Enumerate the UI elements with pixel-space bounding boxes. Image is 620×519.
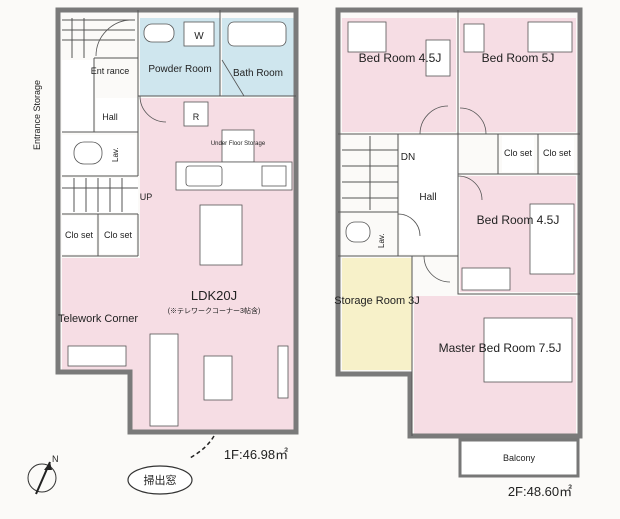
closet-2f-b bbox=[540, 136, 574, 172]
compass-arrow-icon bbox=[44, 462, 52, 470]
stair-1f bbox=[62, 178, 138, 213]
door-bed-b bbox=[459, 107, 487, 135]
bed-room-b-label: Bed Room 5J bbox=[482, 51, 555, 65]
master-bed-furniture bbox=[483, 317, 573, 383]
window-callout-line bbox=[189, 435, 215, 459]
closet-1f-b bbox=[100, 216, 136, 254]
lav-1f-label: Lav. bbox=[111, 147, 120, 162]
underfloor-storage-label: Under Floor Storage bbox=[211, 141, 266, 147]
bath-room-label: Bath Room bbox=[233, 68, 283, 79]
window-callout-bubble bbox=[127, 465, 193, 495]
kitchen-sink bbox=[185, 165, 223, 187]
desk-c bbox=[461, 267, 511, 291]
dn-label: DN bbox=[401, 152, 415, 163]
tv-board bbox=[277, 345, 289, 399]
window-note-label: 掃出窓 bbox=[144, 473, 177, 487]
bed-room-c-text: Bed Room 4.5J bbox=[477, 213, 560, 227]
door-master bbox=[423, 255, 451, 283]
floor2-area: 2F:48.60㎡ bbox=[508, 484, 572, 499]
telework-desk bbox=[67, 345, 127, 367]
sofa bbox=[149, 333, 179, 427]
washer-label: W bbox=[194, 31, 204, 42]
ldk-note: (※テレワークコーナー3帖含) bbox=[168, 306, 261, 315]
fridge-box bbox=[183, 101, 209, 127]
telework-corner-label: Telework Corner bbox=[58, 313, 138, 325]
storage-room-label: Storage Room 3J bbox=[334, 295, 420, 307]
inner-walls-1f bbox=[62, 10, 296, 257]
stair-steps-1f bbox=[62, 18, 138, 212]
floor1-area: 1F:46.98㎡ bbox=[224, 447, 288, 462]
lav-2f-label: Lav. bbox=[377, 233, 386, 248]
walls-2f bbox=[335, 7, 583, 439]
master-bed-room-label: Master Bed Room 7.5J bbox=[439, 341, 562, 355]
entrance-storage-label: Entrance Storage bbox=[32, 80, 42, 150]
cooktop bbox=[261, 165, 287, 187]
bed-c-furniture bbox=[529, 203, 575, 275]
walls-1f bbox=[55, 7, 299, 435]
balcony-label: Balcony bbox=[503, 453, 536, 463]
closet-2f-a-label: Clo set bbox=[504, 148, 533, 158]
ldk-lower-left bbox=[130, 370, 150, 432]
door-powder bbox=[139, 95, 167, 123]
up-label: UP bbox=[140, 192, 153, 202]
inner-walls-2f bbox=[338, 10, 580, 436]
hall-1f bbox=[96, 98, 138, 133]
door-bed-c bbox=[457, 175, 483, 201]
powder-room-label: Powder Room bbox=[148, 64, 211, 75]
washer-box bbox=[183, 21, 215, 47]
compass-ring bbox=[27, 463, 57, 493]
desk-b bbox=[463, 23, 485, 53]
balcony bbox=[458, 438, 580, 478]
desk-a bbox=[425, 39, 451, 77]
hall-2f-label: Hall bbox=[419, 192, 436, 203]
bathtub bbox=[227, 21, 287, 47]
bed-a-furniture bbox=[347, 21, 387, 53]
door-bed-a bbox=[419, 105, 449, 135]
door-entrance bbox=[95, 19, 133, 57]
floor-1: W R Entrance Storage Ent rance Hall Powd… bbox=[32, 7, 299, 495]
compass-north-label: N bbox=[52, 454, 59, 464]
toilet-1f bbox=[73, 141, 103, 165]
hall-2f bbox=[400, 136, 458, 254]
underfloor-storage-box bbox=[221, 129, 255, 163]
master-bed-room-text: Master Bed Room 7.5J bbox=[439, 341, 562, 355]
bed-b-furniture bbox=[527, 21, 573, 53]
door-lav-2f bbox=[397, 213, 421, 237]
toilet-2f bbox=[345, 221, 371, 243]
entrance-label: Ent rance bbox=[91, 66, 130, 76]
bed-room-c-label: Bed Room 4.5J bbox=[477, 213, 560, 227]
closet-2f-a bbox=[502, 136, 534, 172]
compass: N bbox=[27, 454, 59, 495]
stair-steps-2f bbox=[342, 136, 398, 210]
wash-basin bbox=[143, 23, 175, 43]
closet-1f-b-label: Clo set bbox=[104, 230, 133, 240]
ldk-label: LDK20J bbox=[191, 288, 237, 303]
coffee-table bbox=[203, 355, 233, 401]
floor-2: Bed Room 4.5J Bed Room 5J Bed Room 4.5J … bbox=[334, 7, 583, 499]
closet-1f-a bbox=[62, 216, 96, 254]
fridge-label: R bbox=[193, 112, 200, 122]
hall-1f-label: Hall bbox=[102, 112, 118, 122]
bed-room-a-text: Bed Room 4.5J bbox=[359, 51, 442, 65]
door-bath bbox=[221, 59, 245, 97]
bed-room-b-text: Bed Room 5J bbox=[482, 51, 555, 65]
storage-room-text: Storage Room 3J bbox=[334, 295, 420, 307]
entrance-storage-area bbox=[62, 60, 94, 132]
dining-table bbox=[199, 204, 243, 266]
storage-room bbox=[342, 258, 412, 370]
bed-room-a-label: Bed Room 4.5J bbox=[359, 51, 442, 65]
closet-1f-a-label: Clo set bbox=[65, 230, 94, 240]
closet-2f-b-label: Clo set bbox=[543, 148, 572, 158]
